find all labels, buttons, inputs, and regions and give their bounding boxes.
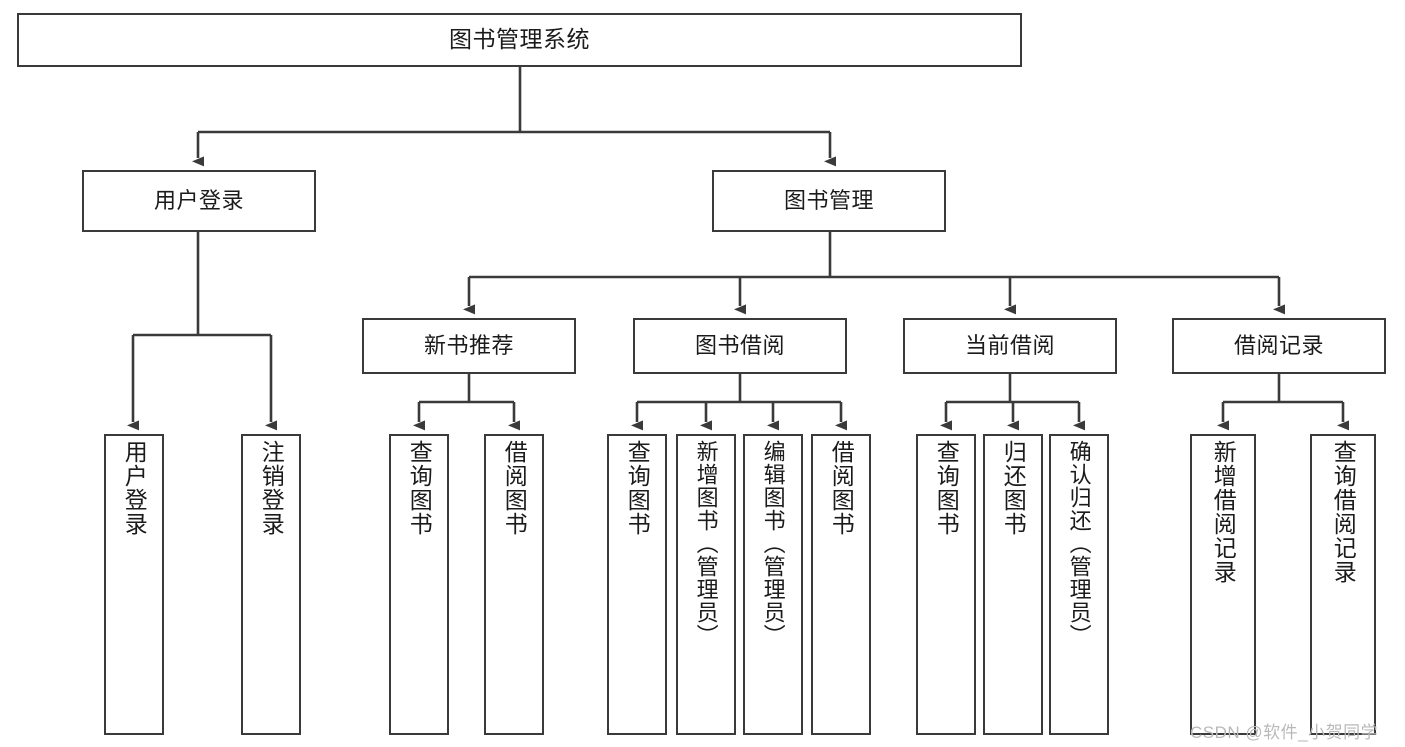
node-leaf-5[interactable]: 新增图书（管理员） — [676, 434, 736, 735]
node-leaf-10[interactable]: 确认归还（管理员） — [1049, 434, 1109, 735]
node-leaf-7[interactable]: 借阅图书 — [811, 434, 871, 735]
node-leaf-10-label: 确认归还（管理员） — [1066, 440, 1092, 647]
node-root-label: 图书管理系统 — [449, 26, 590, 53]
node-level2-1[interactable]: 图书管理 — [712, 170, 946, 232]
node-root[interactable]: 图书管理系统 — [17, 13, 1022, 67]
node-leaf-7-label: 借阅图书 — [828, 440, 855, 536]
node-level2-1-label: 图书管理 — [783, 187, 874, 213]
node-level3-2-label: 当前借阅 — [964, 332, 1055, 358]
node-leaf-8-label: 查询图书 — [933, 440, 960, 536]
node-leaf-9[interactable]: 归还图书 — [983, 434, 1043, 735]
node-level3-1-label: 图书借阅 — [694, 332, 785, 358]
node-leaf-1[interactable]: 注销登录 — [241, 434, 301, 735]
node-leaf-4-label: 查询图书 — [624, 440, 651, 536]
node-leaf-11-label: 新增借阅记录 — [1210, 440, 1237, 584]
node-level3-3-label: 借阅记录 — [1233, 332, 1324, 358]
node-leaf-2[interactable]: 查询图书 — [389, 434, 449, 735]
node-leaf-11[interactable]: 新增借阅记录 — [1190, 434, 1256, 735]
node-leaf-9-label: 归还图书 — [1000, 440, 1027, 536]
node-level3-0-label: 新书推荐 — [423, 332, 514, 358]
watermark: CSDN @软件_小贺同学 — [1190, 723, 1379, 742]
node-leaf-2-label: 查询图书 — [406, 440, 433, 536]
node-level3-1[interactable]: 图书借阅 — [633, 318, 847, 374]
node-leaf-0[interactable]: 用户登录 — [104, 434, 164, 735]
node-level2-0[interactable]: 用户登录 — [82, 170, 316, 232]
node-level3-2[interactable]: 当前借阅 — [903, 318, 1117, 374]
node-leaf-1-label: 注销登录 — [258, 440, 285, 536]
node-leaf-8[interactable]: 查询图书 — [916, 434, 976, 735]
node-level2-0-label: 用户登录 — [153, 187, 244, 213]
node-leaf-5-label: 新增图书（管理员） — [693, 440, 719, 647]
node-leaf-12-label: 查询借阅记录 — [1330, 440, 1357, 584]
node-leaf-0-label: 用户登录 — [121, 440, 148, 536]
node-level3-0[interactable]: 新书推荐 — [362, 318, 576, 374]
node-leaf-12[interactable]: 查询借阅记录 — [1310, 434, 1376, 735]
node-leaf-3[interactable]: 借阅图书 — [484, 434, 544, 735]
node-leaf-3-label: 借阅图书 — [501, 440, 528, 536]
node-level3-3[interactable]: 借阅记录 — [1172, 318, 1386, 374]
node-leaf-6[interactable]: 编辑图书（管理员） — [743, 434, 803, 735]
node-leaf-6-label: 编辑图书（管理员） — [760, 440, 786, 647]
node-leaf-4[interactable]: 查询图书 — [607, 434, 667, 735]
